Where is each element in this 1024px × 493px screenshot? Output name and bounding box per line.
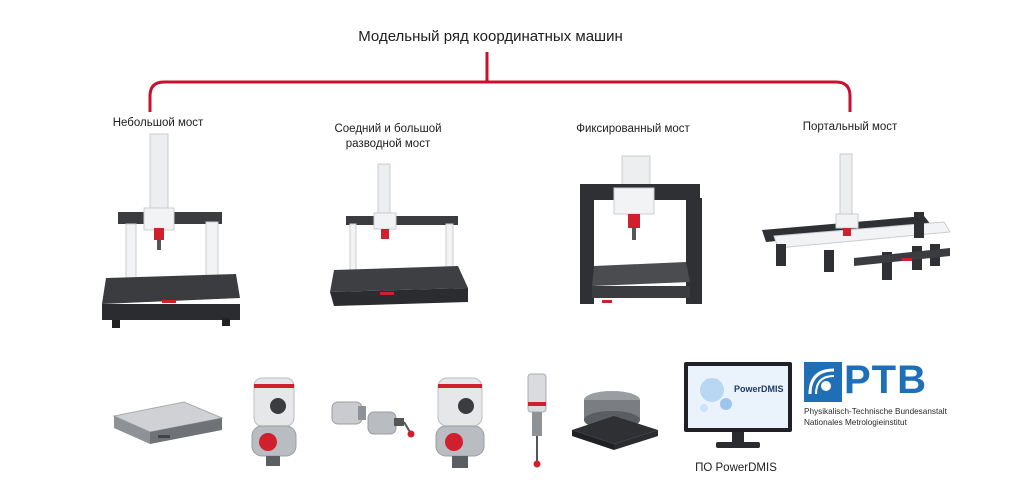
diagram-title: Модельный ряд координатных машин bbox=[358, 28, 623, 45]
ptb-subtitle-line: Nationales Metrologieinstitut bbox=[804, 418, 907, 427]
rotary-table-image bbox=[572, 391, 658, 450]
ptb-emblem-icon bbox=[804, 362, 842, 402]
category-bracket bbox=[148, 52, 852, 112]
ptb-name-line: Physikalisch-Technische Bundesanstalt bbox=[804, 407, 947, 416]
category-label-gantry: Портальный мост bbox=[802, 121, 898, 133]
probe-head-image-2 bbox=[435, 377, 485, 468]
powerdmis-monitor-image: PowerDMIS bbox=[684, 362, 792, 448]
fixed-bridge-cmm-image bbox=[580, 155, 702, 304]
medium-large-bridge-cmm-image bbox=[330, 163, 468, 306]
controller-box-image bbox=[112, 401, 224, 444]
category-label-medium-large-bridge: Соедний и большой разводной мост bbox=[334, 123, 442, 150]
ptb-letters: PTB bbox=[844, 358, 927, 402]
category-label-small-bridge: Небольшой мост bbox=[112, 117, 204, 129]
gantry-cmm-image bbox=[762, 153, 951, 280]
category-label-fixed-bridge: Фиксированный мост bbox=[576, 123, 690, 135]
probe-modules-image bbox=[331, 401, 415, 438]
stylus-probe-image bbox=[527, 373, 547, 468]
powerdmis-caption: ПО PowerDMIS bbox=[695, 462, 777, 474]
small-bridge-cmm-image bbox=[102, 133, 240, 328]
powerdmis-screen-label: PowerDMIS bbox=[734, 384, 784, 394]
ptb-logo: PTB Physikalisch-Technische Bundesanstal… bbox=[804, 358, 984, 432]
probe-head-image-1 bbox=[251, 377, 297, 466]
